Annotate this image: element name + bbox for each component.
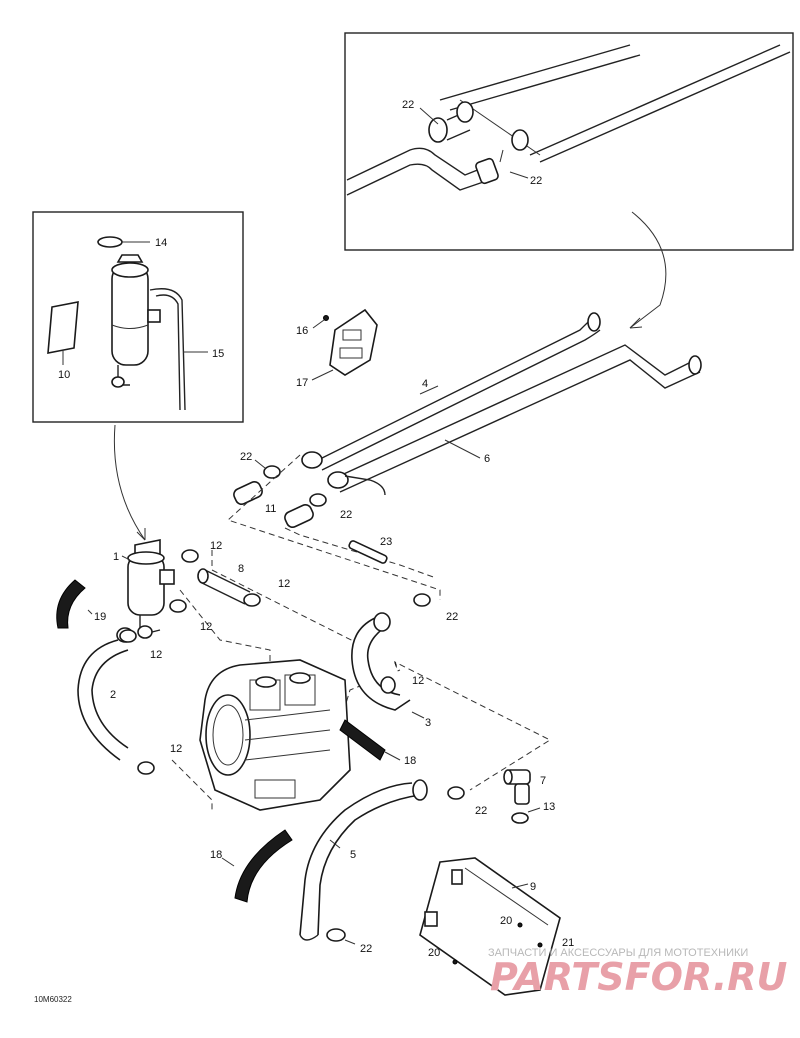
figure-code: 10M60322 — [34, 995, 72, 1004]
callout-10: 10 — [58, 369, 70, 381]
callout-3: 3 — [425, 717, 431, 729]
callout-20-b: 20 — [428, 947, 440, 959]
callout-22-d: 22 — [340, 509, 352, 521]
callout-1: 1 — [113, 551, 119, 563]
pin-23 — [348, 540, 388, 564]
callout-18-a: 18 — [404, 755, 416, 767]
callout-11: 11 — [265, 503, 276, 515]
hose-18-b — [234, 829, 293, 903]
watermark-tagline: ЗАПЧАСТИ И АКСЕССУАРЫ ДЛЯ МОТОТЕХНИКИ — [488, 947, 748, 959]
callout-4: 4 — [422, 378, 428, 390]
callout-23: 23 — [380, 536, 392, 548]
callout-22-inset-b: 22 — [530, 175, 542, 187]
bracket-part-17 — [323, 308, 378, 376]
detail-inset-radiator-connection — [344, 32, 794, 251]
callout-18-b: 18 — [210, 849, 222, 861]
clamp-12-a — [181, 549, 199, 563]
coolant-hose-5 — [299, 779, 428, 941]
inset-pointer-arrow — [629, 211, 667, 329]
clamp-22-d — [309, 493, 327, 507]
clamp-12-c — [169, 599, 187, 613]
clamp-12-d — [119, 629, 137, 643]
callout-6: 6 — [484, 453, 490, 465]
coolant-pipe-6 — [301, 344, 702, 496]
coolant-pipe-4 — [317, 312, 601, 471]
engine-block — [199, 659, 351, 811]
heat-exchanger-9 — [419, 857, 561, 996]
coolant-reservoir-1 — [127, 539, 175, 639]
callout-12-e: 12 — [412, 675, 424, 687]
clamp-12-b — [243, 593, 261, 607]
callout-20-a: 20 — [500, 915, 512, 927]
callout-12-b: 12 — [278, 578, 290, 590]
sleeve-11-b — [284, 504, 314, 528]
hose-18-a — [339, 719, 386, 761]
clamp-22-f — [447, 786, 465, 800]
callout-12-c: 12 — [200, 621, 212, 633]
callout-12-a: 12 — [210, 540, 222, 552]
callout-22-e: 22 — [446, 611, 458, 623]
callout-2: 2 — [110, 689, 116, 701]
clamp-22-g — [326, 928, 346, 942]
sleeve-11-a — [233, 481, 263, 505]
clamp-22-e — [413, 593, 431, 607]
clamp-13 — [511, 812, 529, 824]
callout-8: 8 — [238, 563, 244, 575]
callout-22-c: 22 — [240, 451, 252, 463]
callout-16: 16 — [296, 325, 308, 337]
callout-12-d: 12 — [150, 649, 162, 661]
clamp-22-c — [263, 465, 281, 479]
callout-12-f: 12 — [170, 743, 182, 755]
callout-5: 5 — [350, 849, 356, 861]
hose-fitting-8 — [197, 568, 251, 605]
callout-14: 14 — [155, 237, 167, 249]
callout-21: 21 — [562, 937, 574, 949]
callout-7: 7 — [540, 775, 546, 787]
callout-9: 9 — [530, 881, 536, 893]
callout-15: 15 — [212, 348, 224, 360]
detail-inset-coolant-reservoir — [32, 211, 244, 423]
callout-22-g: 22 — [360, 943, 372, 955]
callout-17: 17 — [296, 377, 308, 389]
callout-13: 13 — [543, 801, 555, 813]
hose-19 — [56, 579, 86, 629]
watermark-logo: PARTSFOR.RU — [490, 955, 788, 999]
callout-22-f: 22 — [475, 805, 487, 817]
clamp-12-f — [137, 761, 155, 775]
coolant-hose-2 — [77, 627, 134, 761]
callout-19: 19 — [94, 611, 106, 623]
coolant-hose-3 — [351, 612, 411, 711]
elbow-fitting-7 — [503, 769, 531, 805]
callout-22-inset-a: 22 — [402, 99, 414, 111]
